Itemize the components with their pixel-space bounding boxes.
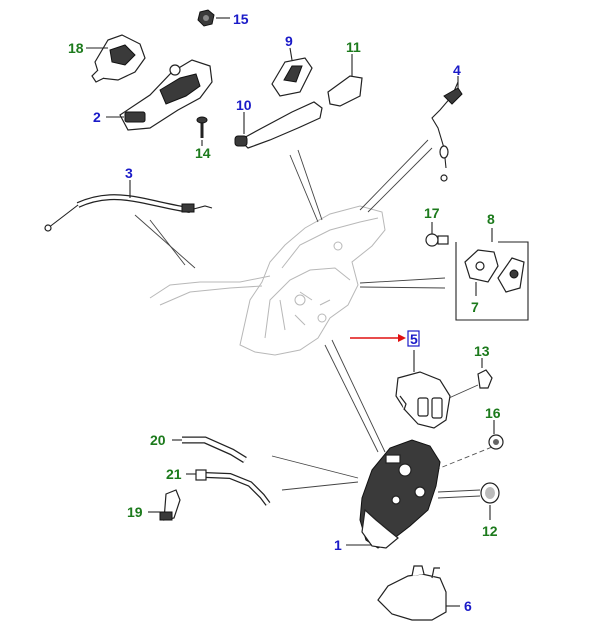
callout-13: 13 [474,343,490,359]
door-frame-outline [149,205,386,356]
callout-3: 3 [125,165,133,181]
part-8-7-striker-box [455,228,529,321]
part-16-plug [488,420,504,450]
callout-11: 11 [346,39,361,55]
callout-1: 1 [334,537,342,553]
part-17-bolt [425,222,449,247]
part-4-release-cable [431,76,463,182]
part-3-cable [44,180,213,232]
part-6-latch-cover [377,565,460,621]
part-13-grommet [477,358,493,389]
part-10-exterior-handle [234,101,323,149]
callout-17: 17 [424,205,440,221]
part-9-bezel [271,47,313,97]
callout-10: 10 [236,97,252,113]
part-12-seal [480,482,500,520]
part-11-cap [327,54,363,107]
callout-20: 20 [150,432,166,448]
callout-8: 8 [487,211,495,227]
part-1-door-latch [346,439,441,549]
callout-18: 18 [68,40,84,56]
callout-15: 15 [233,11,249,27]
part-5-latch-shield [395,371,451,429]
callout-2: 2 [93,109,101,125]
part-18-bracket [86,34,146,83]
callout-9: 9 [285,33,293,49]
part-15-nut [197,9,230,27]
part-19-clip [148,489,181,521]
guide-lines [134,139,493,499]
callout-16: 16 [485,405,501,421]
callout-6: 6 [464,598,472,614]
callout-labels: 15 18 9 11 4 2 10 14 3 17 8 7 5 13 16 20… [68,11,501,614]
callout-12: 12 [482,523,498,539]
callout-7: 7 [471,299,479,315]
callout-4: 4 [453,62,461,78]
part-2-handle-frame [106,59,213,131]
part-21-cable [186,469,271,506]
part-14-screw [196,116,208,146]
callout-5: 5 [410,331,418,347]
part-20-sleeve [172,436,247,463]
callout-19: 19 [127,504,143,520]
callout-14: 14 [195,145,211,161]
callout-21: 21 [166,466,182,482]
highlight-indicator [350,330,420,372]
